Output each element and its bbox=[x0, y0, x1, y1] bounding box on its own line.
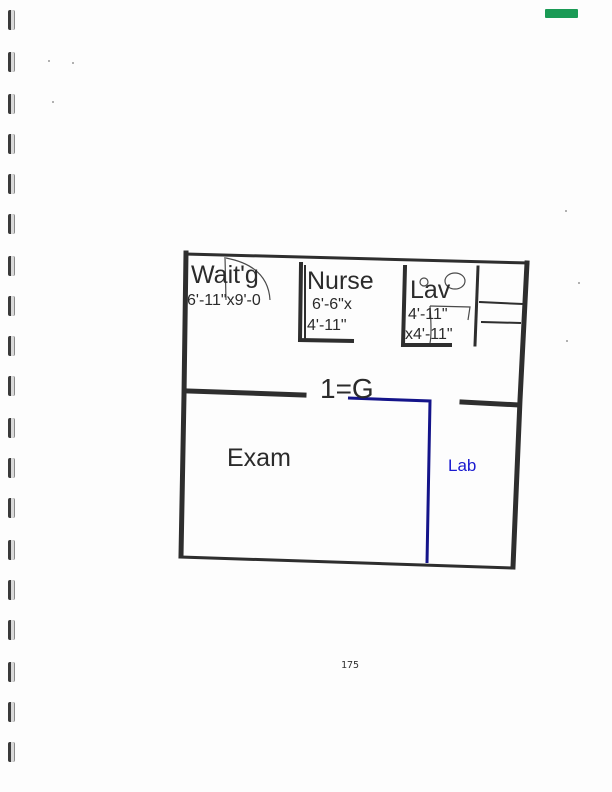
wall-right bbox=[510, 260, 530, 570]
binding-ring bbox=[8, 134, 15, 154]
closet-shelf bbox=[478, 300, 524, 306]
scan-speck bbox=[48, 60, 50, 62]
door-swings bbox=[224, 256, 471, 344]
exam-room-name: Exam bbox=[227, 444, 291, 472]
waiting-room-dims: 6'-11"x9'-0 bbox=[187, 292, 261, 309]
toilet-fixture bbox=[444, 272, 466, 290]
binding-ring bbox=[8, 376, 15, 396]
sink-fixture bbox=[419, 277, 429, 287]
binding-ring bbox=[8, 214, 15, 234]
nurse-room-dims-2: 4'-11" bbox=[307, 317, 347, 334]
lav-door-leaf bbox=[429, 305, 471, 321]
nurse-room-dims-1: 6'-6"x bbox=[312, 296, 352, 313]
lav-room-dims-2: x4'-11" bbox=[405, 326, 453, 343]
scan-speck bbox=[565, 210, 567, 212]
binding-ring bbox=[8, 174, 15, 194]
wall-top bbox=[184, 252, 530, 265]
lav-room-name: Lav bbox=[410, 276, 451, 304]
scan-speck bbox=[52, 101, 54, 103]
binding-ring bbox=[8, 336, 15, 356]
binding-ring bbox=[8, 742, 15, 762]
waiting-door-leaf bbox=[224, 256, 227, 301]
nurse-room-wall bbox=[297, 261, 355, 344]
room-labels: Wait'g 6'-11"x9'-0 Nurse 6'-6"x 4'-11" L… bbox=[187, 261, 476, 475]
green-tab-marker bbox=[545, 9, 578, 18]
binding-ring bbox=[8, 458, 15, 478]
scan-speck bbox=[578, 282, 580, 284]
page-number: 175 bbox=[340, 660, 360, 671]
nurse-room-name: Nurse bbox=[307, 267, 374, 295]
wall-bottom bbox=[179, 555, 515, 570]
lav-room-dims-1: 4'-11" bbox=[408, 306, 448, 323]
lab-room-name: Lab bbox=[448, 456, 476, 475]
lab-outline-line bbox=[347, 396, 432, 564]
binding-ring bbox=[8, 662, 15, 682]
wall-left bbox=[178, 250, 189, 559]
closet-wall bbox=[473, 265, 480, 347]
outer-walls bbox=[178, 250, 530, 570]
closet-shelf bbox=[480, 320, 522, 325]
corridor-wall-right bbox=[459, 399, 522, 408]
binding-ring bbox=[8, 94, 15, 114]
scan-speck bbox=[566, 340, 568, 342]
waiting-door-arc bbox=[225, 257, 271, 301]
lav-door-arc bbox=[429, 305, 432, 344]
lab-boundary bbox=[347, 396, 432, 564]
binding-ring bbox=[8, 418, 15, 438]
lav-room-wall bbox=[400, 264, 452, 347]
binding-ring bbox=[8, 52, 15, 72]
floor-id-label: 1=G bbox=[320, 373, 374, 404]
corridor-wall-left bbox=[185, 388, 307, 398]
binding-ring bbox=[8, 10, 15, 30]
scan-speck bbox=[72, 62, 74, 64]
binding-ring bbox=[8, 540, 15, 560]
interior-walls bbox=[185, 261, 524, 408]
spiral-binding bbox=[0, 0, 28, 792]
binding-ring bbox=[8, 702, 15, 722]
waiting-room-name: Wait'g bbox=[191, 261, 259, 289]
binding-ring bbox=[8, 620, 15, 640]
binding-ring bbox=[8, 296, 15, 316]
binding-ring bbox=[8, 580, 15, 600]
binding-ring bbox=[8, 256, 15, 276]
binding-ring bbox=[8, 498, 15, 518]
